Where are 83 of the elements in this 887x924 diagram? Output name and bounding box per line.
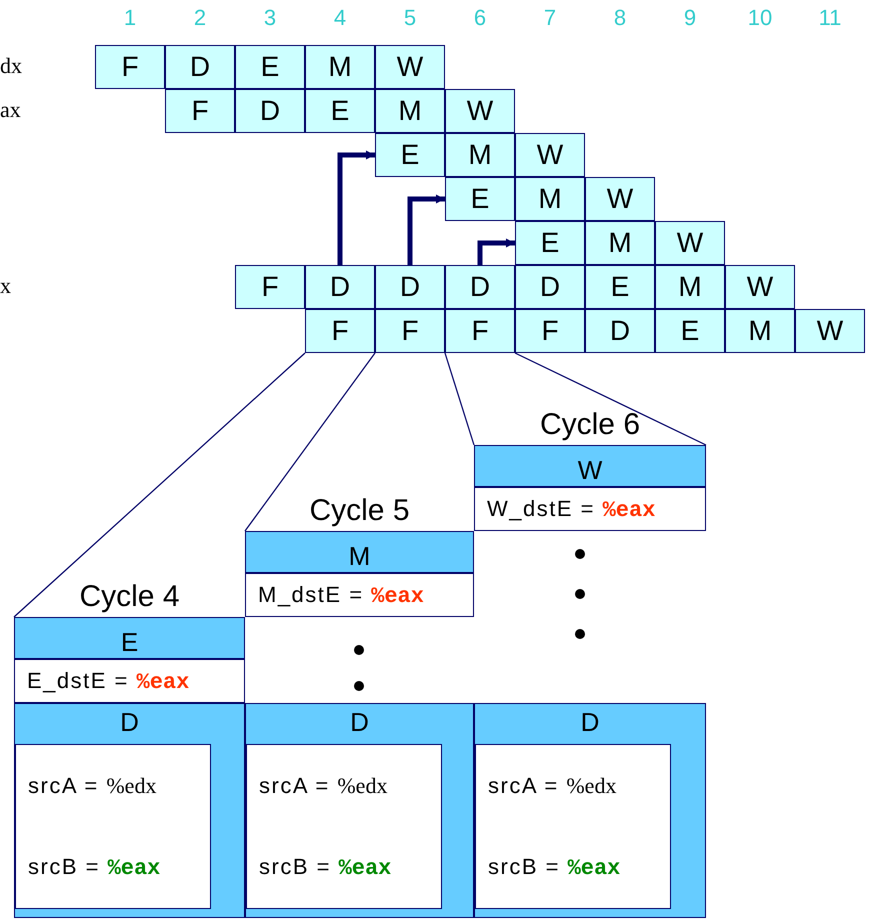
pipeline-stage-cell: M <box>375 89 445 133</box>
pipeline-stage-cell: E <box>375 133 445 177</box>
pipeline-stage-cell: D <box>165 45 235 89</box>
register-value-box <box>474 487 706 531</box>
cycle-number: 5 <box>404 5 416 31</box>
pipeline-stage-cell: D <box>585 309 655 353</box>
stage-letter: D <box>580 707 600 737</box>
pipeline-stage-cell: E <box>445 177 515 221</box>
register-value-box <box>14 659 245 703</box>
pipeline-stage-cell: W <box>655 221 725 265</box>
pipeline-stage-cell: E <box>585 265 655 309</box>
cycle-number: 11 <box>818 5 842 31</box>
forwarding-arrow <box>478 238 515 265</box>
pipeline-stage-cell: D <box>515 265 585 309</box>
stage-letter: D <box>120 707 139 737</box>
pipeline-stage-cell: M <box>445 133 515 177</box>
zoom-line <box>444 352 475 446</box>
pipeline-stage-cell: E <box>515 221 585 265</box>
cycle-number: 2 <box>194 5 206 31</box>
forwarding-arrow <box>338 150 375 265</box>
pipeline-stage-cell: F <box>445 309 515 353</box>
pipeline-stage-cell: M <box>305 45 375 89</box>
register-assignment: srcB = %eax <box>488 854 620 878</box>
cycle-number: 9 <box>684 5 696 31</box>
zoom-line <box>514 352 706 446</box>
pipeline-register-panel <box>245 703 474 918</box>
stage-letter: D <box>350 707 369 737</box>
pipeline-stage-cell: D <box>375 265 445 309</box>
pipeline-stage-cell: D <box>445 265 515 309</box>
cycle-number: 4 <box>334 5 346 31</box>
pipeline-stage-cell: M <box>585 221 655 265</box>
pipeline-stage-cell: E <box>655 309 725 353</box>
zoom-line <box>14 352 306 618</box>
pipeline-stage-cell: M <box>725 309 795 353</box>
register-value-box <box>245 573 474 617</box>
pipeline-stage-cell: M <box>515 177 585 221</box>
cycle-number: 3 <box>264 5 276 31</box>
pipeline-stage-cell: M <box>655 265 725 309</box>
register-assignment: srcA = %edx <box>28 772 156 798</box>
pipeline-stage-cell: F <box>95 45 165 89</box>
register-assignment: srcA = %edx <box>488 772 616 798</box>
register-value-box <box>15 744 211 909</box>
stage-letter: W <box>578 455 602 485</box>
register-assignment: W_dstE = %eax <box>487 496 656 520</box>
pipeline-stage-cell: E <box>305 89 375 133</box>
cycle-number: 1 <box>124 5 136 31</box>
register-assignment: srcB = %eax <box>259 854 392 878</box>
cycle-heading: Cycle 6 <box>540 408 640 441</box>
cycle-heading: Cycle 5 <box>309 494 410 527</box>
pipeline-stage-cell: W <box>725 265 795 309</box>
zoom-line <box>244 352 376 532</box>
pipeline-stage-cell: D <box>235 89 305 133</box>
pipeline-stage-cell: W <box>515 133 585 177</box>
pipeline-register-panel <box>474 703 706 918</box>
cycle-heading: Cycle 4 <box>79 580 180 613</box>
stage-letter: E <box>120 627 138 657</box>
instruction-label: dx <box>0 53 22 79</box>
register-assignment: E_dstE = %eax <box>27 668 190 692</box>
pipeline-stage-cell: F <box>305 309 375 353</box>
register-assignment: srcB = %eax <box>28 854 160 878</box>
pipeline-stage-cell: F <box>235 265 305 309</box>
register-assignment: M_dstE = %eax <box>258 582 424 606</box>
instruction-label: x <box>0 273 11 299</box>
register-value-box <box>475 744 671 909</box>
pipeline-stage-cell: W <box>445 89 515 133</box>
cycle-number: 8 <box>614 5 626 31</box>
cycle-number: 10 <box>748 5 772 31</box>
register-assignment: srcA = %edx <box>259 772 388 798</box>
stage-letter: M <box>348 541 370 571</box>
pipeline-stage-cell: W <box>585 177 655 221</box>
instruction-label: ax <box>0 97 21 123</box>
pipeline-stage-cell: W <box>375 45 445 89</box>
cycle-number: 6 <box>474 5 486 31</box>
pipeline-stage-cell: F <box>375 309 445 353</box>
pipeline-stage-cell: F <box>165 89 235 133</box>
pipeline-register-panel <box>14 703 245 918</box>
forwarding-arrow <box>408 194 445 265</box>
pipeline-stage-cell: D <box>305 265 375 309</box>
register-value-box <box>246 744 442 909</box>
pipeline-stage-cell: F <box>515 309 585 353</box>
pipeline-stage-cell: W <box>795 309 865 353</box>
pipeline-stage-cell: E <box>235 45 305 89</box>
cycle-number: 7 <box>544 5 556 31</box>
